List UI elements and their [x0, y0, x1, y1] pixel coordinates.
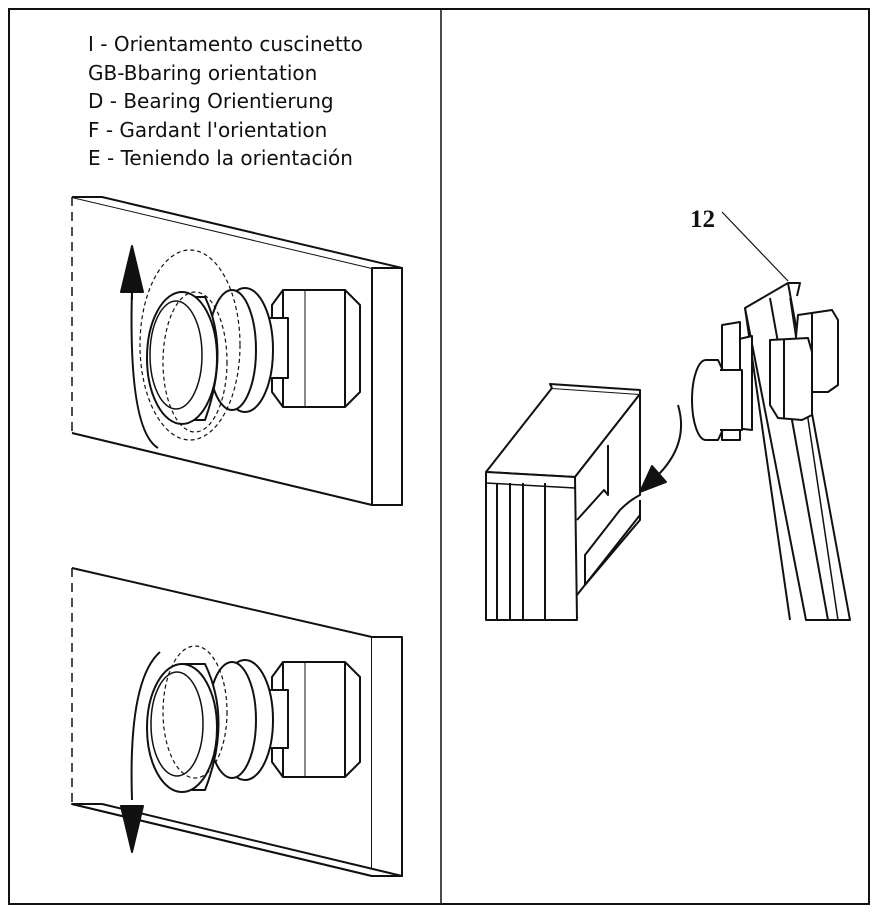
legend-item-gb: GB-Bbaring orientation	[88, 60, 318, 85]
legend-item-de: D - Bearing Orientierung	[88, 89, 334, 113]
part-number-callout: 12	[690, 206, 715, 233]
panel-side	[371, 267, 403, 506]
orientation-down-view	[71, 567, 403, 877]
insertion-view	[485, 282, 851, 621]
drawing-border	[8, 8, 870, 905]
orientation-legend: I - Orientamento cuscinetto GB-Bbaring o…	[88, 30, 363, 173]
callout-leader	[721, 211, 789, 282]
arrow-up-icon	[120, 245, 144, 293]
channel-front	[485, 471, 578, 621]
orientation-up-view	[71, 196, 403, 506]
legend-item-es: E - Teniendo la orientación	[88, 146, 353, 170]
arrow-down-icon	[120, 805, 144, 853]
legend-item-it: I - Orientamento cuscinetto	[88, 32, 363, 56]
legend-item-fr: F - Gardant l'orientation	[88, 117, 328, 142]
panel-side	[372, 636, 403, 877]
insert-arrow-icon	[639, 465, 667, 493]
